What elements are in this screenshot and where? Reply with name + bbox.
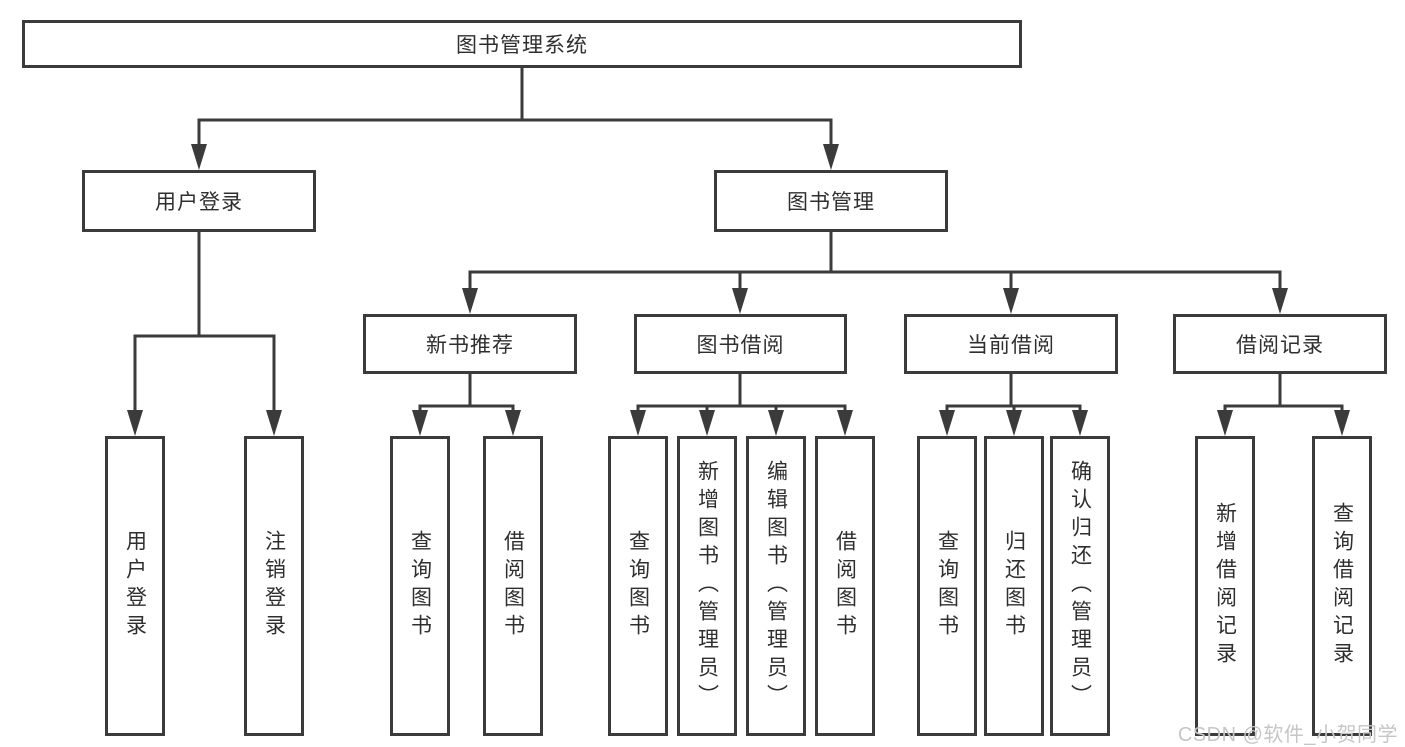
leaf-query-books-borrowing: 查询图书 bbox=[608, 436, 668, 736]
node-root-label: 图书管理系统 bbox=[456, 34, 588, 57]
arrowhead bbox=[823, 144, 839, 170]
arrowhead bbox=[1272, 288, 1288, 314]
arrowhead bbox=[1217, 410, 1233, 436]
arrowhead bbox=[412, 410, 428, 436]
arrowhead bbox=[1072, 410, 1088, 436]
leaf-user-login: 用户登录 bbox=[105, 436, 165, 736]
node-borrowing-records: 借阅记录 bbox=[1173, 314, 1387, 374]
leaf-borrow-books-borrowing-label: 借阅图书 bbox=[833, 530, 857, 642]
arrowhead bbox=[732, 288, 748, 314]
node-user-login-label: 用户登录 bbox=[155, 191, 243, 214]
connector-records-to-leaves bbox=[1223, 374, 1344, 414]
arrowhead bbox=[266, 410, 282, 436]
arrowhead bbox=[768, 410, 784, 436]
leaf-query-borrow-record-label: 查询借阅记录 bbox=[1330, 502, 1354, 670]
connector-root-to-level2 bbox=[197, 68, 833, 150]
leaf-query-borrow-record: 查询借阅记录 bbox=[1312, 436, 1372, 736]
arrowhead bbox=[505, 410, 521, 436]
leaf-borrow-books-recommend-label: 借阅图书 bbox=[501, 530, 525, 642]
leaf-query-books-current: 查询图书 bbox=[917, 436, 977, 736]
leaf-logout: 注销登录 bbox=[244, 436, 304, 736]
leaf-query-books-borrowing-label: 查询图书 bbox=[626, 530, 650, 642]
node-book-borrowing-label: 图书借阅 bbox=[696, 334, 785, 357]
leaf-return-books-label: 归还图书 bbox=[1002, 530, 1026, 642]
leaf-edit-books-admin-label: 编辑图书（管理员） bbox=[764, 460, 788, 712]
arrowhead bbox=[837, 410, 853, 436]
leaf-confirm-return-admin: 确认归还（管理员） bbox=[1050, 436, 1110, 736]
connector-borrowing-to-leaves bbox=[636, 374, 847, 414]
node-book-management-label: 图书管理 bbox=[787, 191, 875, 214]
csdn-watermark: CSDN @软件_小贺同学 bbox=[1177, 724, 1398, 746]
leaf-add-borrow-record: 新增借阅记录 bbox=[1195, 436, 1255, 736]
leaf-add-books-admin-label: 新增图书（管理员） bbox=[695, 460, 719, 712]
node-book-borrowing: 图书借阅 bbox=[634, 314, 847, 374]
leaf-user-login-label: 用户登录 bbox=[123, 530, 147, 642]
leaf-query-books-recommend-label: 查询图书 bbox=[408, 530, 432, 642]
connector-user-login-to-leaves bbox=[133, 232, 276, 414]
leaf-query-books-recommend: 查询图书 bbox=[390, 436, 450, 736]
node-current-borrowing-label: 当前借阅 bbox=[967, 334, 1055, 357]
node-root: 图书管理系统 bbox=[22, 20, 1022, 68]
leaf-add-borrow-record-label: 新增借阅记录 bbox=[1213, 502, 1237, 670]
arrowhead bbox=[1006, 410, 1022, 436]
node-new-book-recommend: 新书推荐 bbox=[363, 314, 577, 374]
leaf-borrow-books-recommend: 借阅图书 bbox=[483, 436, 543, 736]
arrowhead bbox=[1334, 410, 1350, 436]
arrowhead bbox=[939, 410, 955, 436]
node-borrowing-records-label: 借阅记录 bbox=[1236, 334, 1324, 357]
arrowhead bbox=[699, 410, 715, 436]
node-user-login: 用户登录 bbox=[82, 170, 316, 232]
node-new-book-recommend-label: 新书推荐 bbox=[426, 334, 514, 357]
leaf-borrow-books-borrowing: 借阅图书 bbox=[815, 436, 875, 736]
connector-book-mgmt-to-level3 bbox=[468, 232, 1282, 294]
arrowhead bbox=[191, 144, 207, 170]
arrowhead bbox=[127, 410, 143, 436]
arrowhead bbox=[462, 288, 478, 314]
leaf-add-books-admin: 新增图书（管理员） bbox=[677, 436, 737, 736]
leaf-logout-label: 注销登录 bbox=[262, 530, 286, 642]
connector-recommend-to-leaves bbox=[418, 374, 515, 414]
leaf-confirm-return-admin-label: 确认归还（管理员） bbox=[1068, 460, 1092, 712]
arrowhead bbox=[630, 410, 646, 436]
connector-current-to-leaves bbox=[945, 374, 1082, 414]
node-current-borrowing: 当前借阅 bbox=[904, 314, 1118, 374]
leaf-query-books-current-label: 查询图书 bbox=[935, 530, 959, 642]
leaf-edit-books-admin: 编辑图书（管理员） bbox=[746, 436, 806, 736]
node-book-management: 图书管理 bbox=[714, 170, 948, 232]
arrowhead bbox=[1003, 288, 1019, 314]
leaf-return-books: 归还图书 bbox=[984, 436, 1044, 736]
